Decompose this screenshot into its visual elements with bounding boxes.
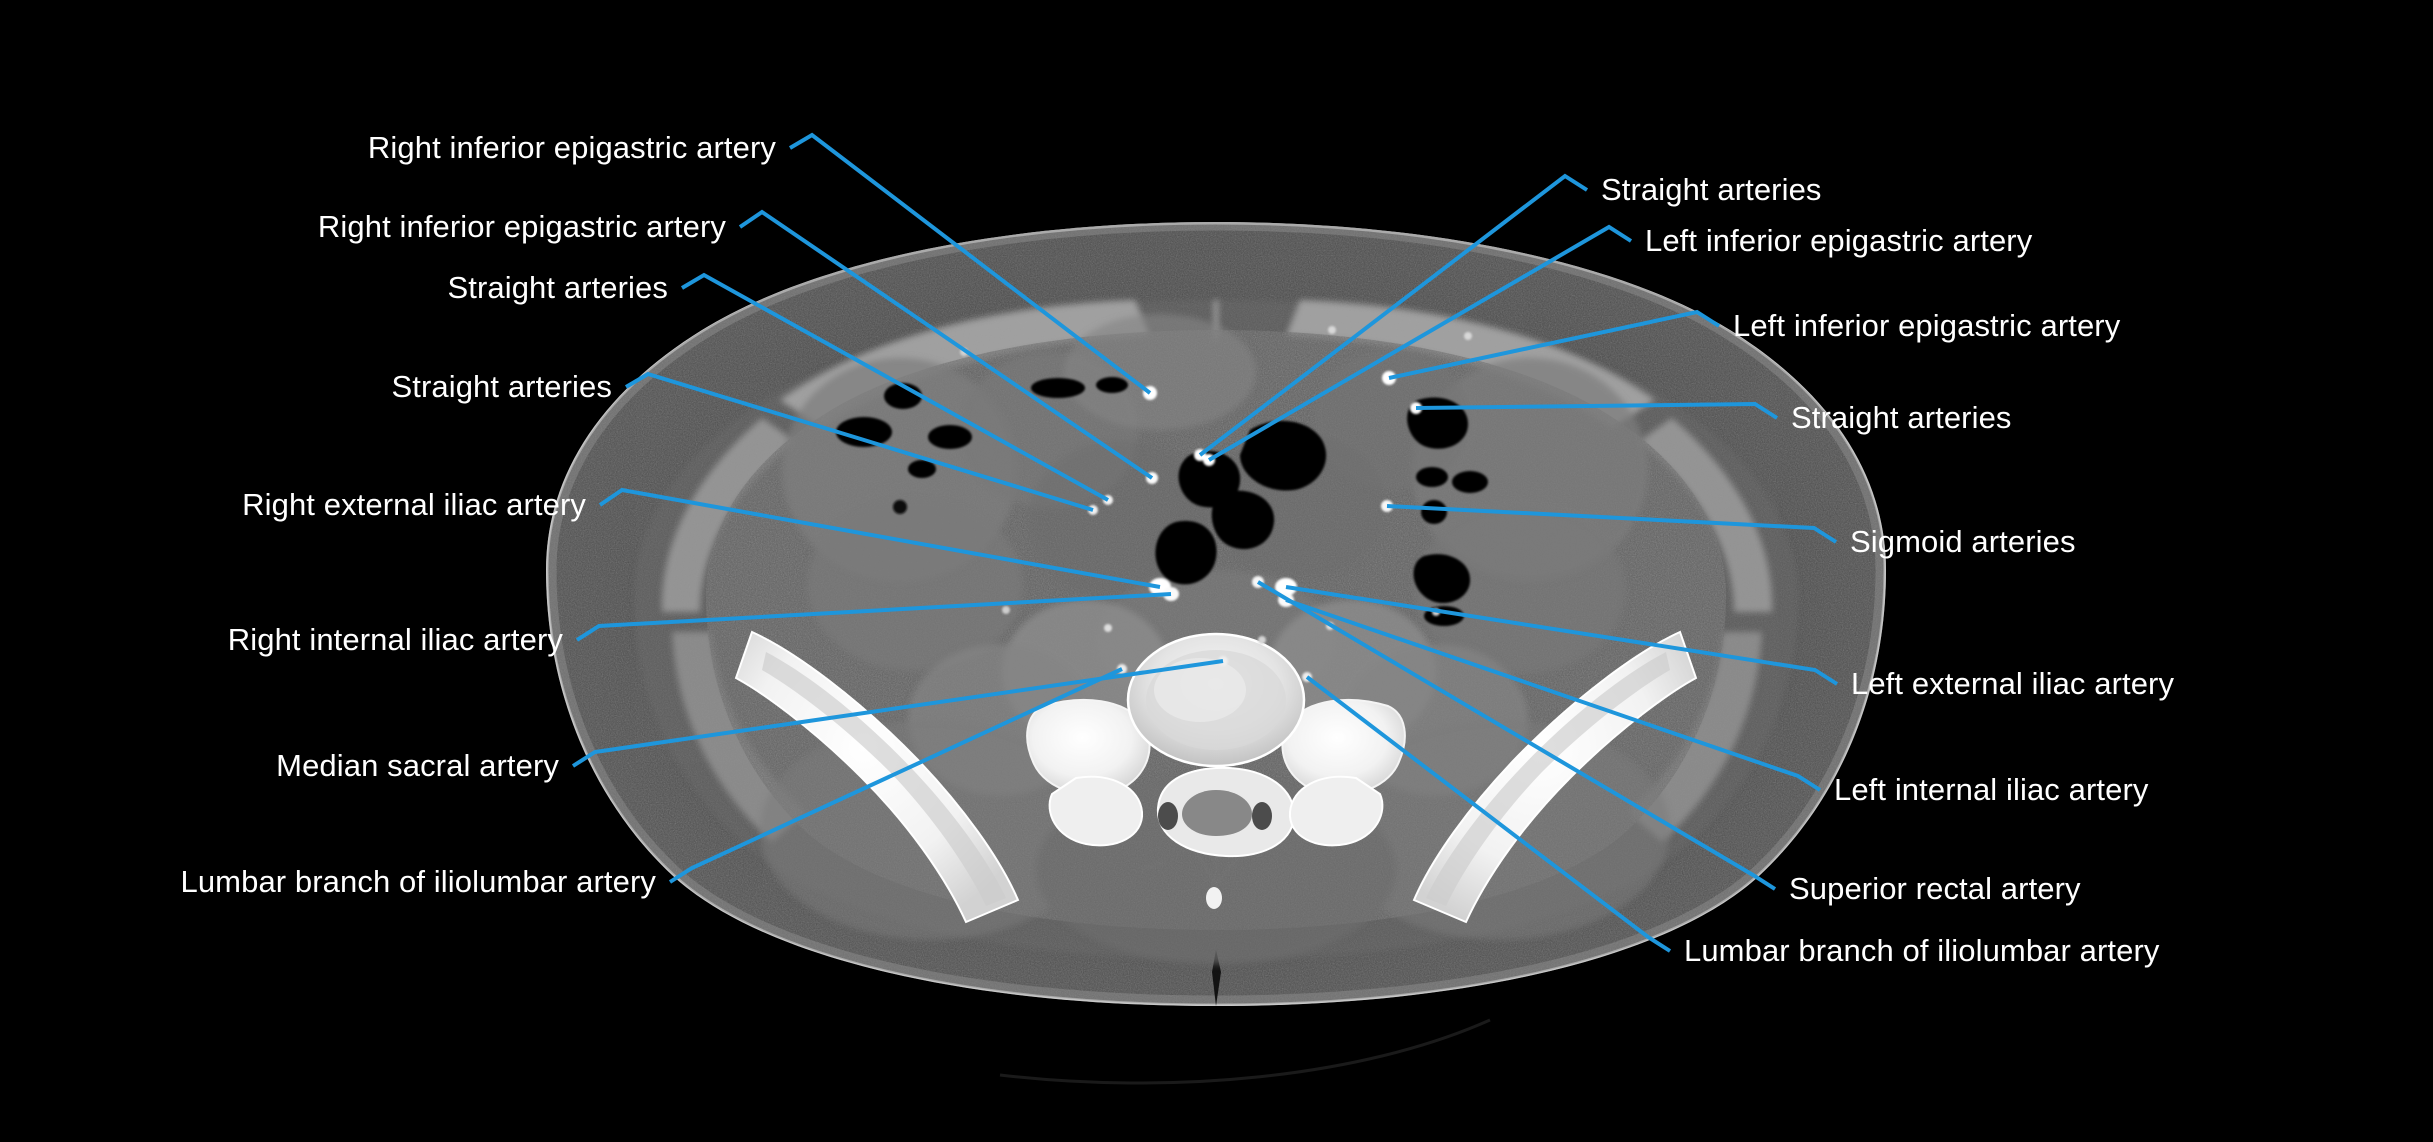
annotation-label-straight-arteries-right-2[interactable]: Straight arteries: [1791, 400, 2012, 435]
annotation-label-lumbar-branch-of-iliolumbar-artery-right[interactable]: Lumbar branch of iliolumbar artery: [1684, 933, 2160, 968]
annotation-label-left-inferior-epigastric-artery-1[interactable]: Left inferior epigastric artery: [1645, 223, 2033, 258]
annotation-label-straight-arteries-right-1[interactable]: Straight arteries: [1601, 172, 1822, 207]
annotation-label-straight-arteries-left-2[interactable]: Straight arteries: [391, 369, 612, 404]
annotation-label-right-external-iliac-artery[interactable]: Right external iliac artery: [242, 487, 586, 522]
annotation-label-right-internal-iliac-artery[interactable]: Right internal iliac artery: [227, 622, 563, 657]
annotation-label-left-external-iliac-artery[interactable]: Left external iliac artery: [1851, 666, 2175, 701]
annotation-label-median-sacral-artery[interactable]: Median sacral artery: [276, 748, 559, 783]
annotation-label-right-inferior-epigastric-artery-1[interactable]: Right inferior epigastric artery: [367, 130, 776, 165]
annotation-label-lumbar-branch-of-iliolumbar-artery-left[interactable]: Lumbar branch of iliolumbar artery: [180, 864, 656, 899]
scanner-table-arc: [999, 1018, 1491, 1085]
annotation-label-superior-rectal-artery[interactable]: Superior rectal artery: [1789, 871, 2081, 906]
annotation-label-left-internal-iliac-artery[interactable]: Left internal iliac artery: [1834, 772, 2149, 807]
annotation-label-right-inferior-epigastric-artery-2[interactable]: Right inferior epigastric artery: [317, 209, 726, 244]
annotation-label-sigmoid-arteries[interactable]: Sigmoid arteries: [1850, 524, 2076, 559]
annotation-label-left-inferior-epigastric-artery-2[interactable]: Left inferior epigastric artery: [1733, 308, 2121, 343]
annotation-label-straight-arteries-left-1[interactable]: Straight arteries: [447, 270, 668, 305]
